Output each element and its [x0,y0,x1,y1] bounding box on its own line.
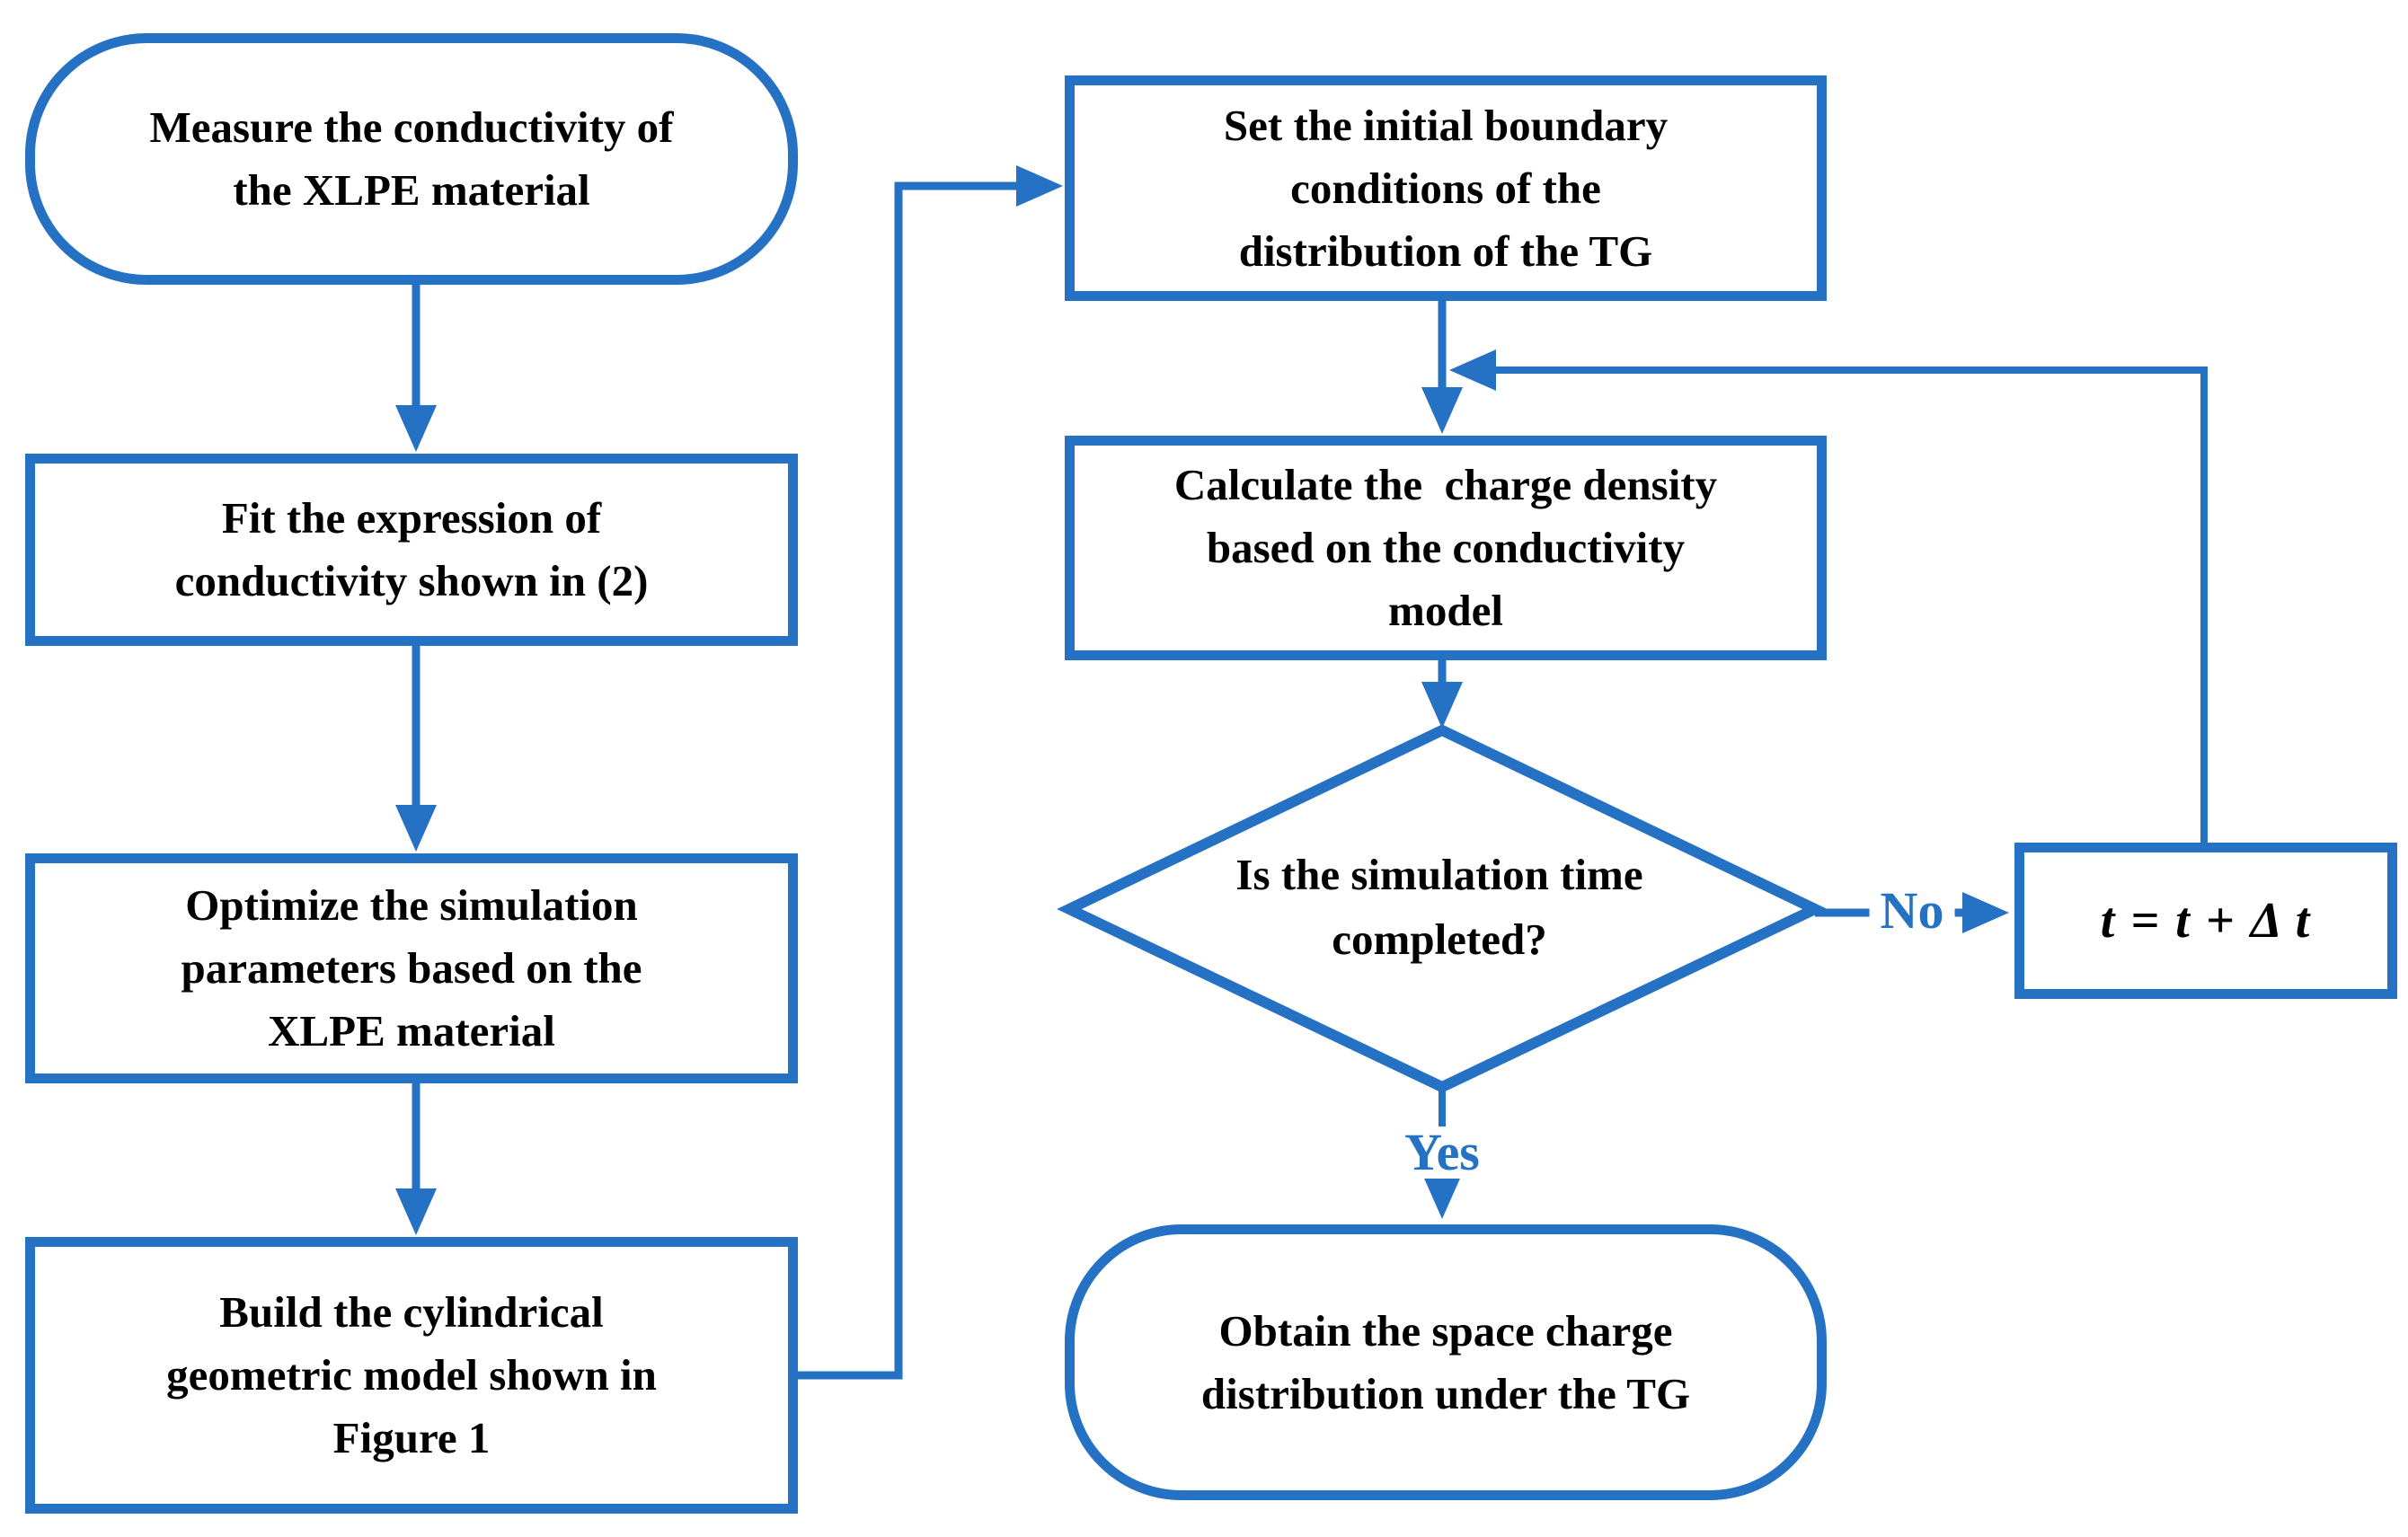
node-text-line: distribution under the TG [1200,1368,1691,1418]
time-increment-formula: t = t + Δ t [2100,893,2312,949]
node-calculate-charge-density: Calculate the charge density based on th… [1065,436,1827,660]
arrowhead-feedback-left [1449,349,1496,391]
node-text-line: the XLPE material [233,165,590,215]
node-text-line: Set the initial boundary [1223,100,1669,150]
node-text-line: Build the cylindrical [219,1287,604,1337]
node-decision-simulation-time: Is the simulation time completed? [1098,843,1781,972]
node-text-line: based on the conductivity [1206,523,1686,572]
node-text-line: Optimize the simulation [185,880,638,930]
arrowhead-into-calculate [1421,387,1463,434]
arrowhead-into-optimize [395,805,437,852]
node-time-increment: t = t + Δ t [2014,843,2397,999]
node-text-line: Calculate the charge density [1173,460,1718,509]
node-text-line: parameters based on the [181,943,642,993]
node-text-line: XLPE material [268,1006,555,1056]
node-text-line: Is the simulation time [1235,850,1643,899]
edge-build-to-set [796,181,1024,1380]
arrowhead-into-build [395,1188,437,1235]
node-optimize-parameters: Optimize the simulation parameters based… [25,853,798,1083]
arrowhead-into-increment [1962,892,2009,933]
arrowhead-into-obtain [1421,1172,1463,1219]
arrowhead-into-decision [1421,682,1463,729]
node-fit-expression: Fit the expression of conductivity shown… [25,454,798,646]
node-text-line: Fit the expression of [221,493,602,543]
node-text-line: distribution of the TG [1238,225,1653,276]
node-text-line: model [1388,586,1503,635]
node-text-line: conductivity shown in (2) [174,556,649,605]
node-build-geometric-model: Build the cylindrical geometric model sh… [25,1237,798,1514]
node-measure-conductivity: Measure the conductivity of the XLPE mat… [25,33,798,285]
node-text-line: conditions of the [1290,163,1601,213]
node-text-line: completed? [1332,914,1547,964]
arrowhead-into-set [1016,165,1063,207]
edge-increment-feedback [1490,367,2208,844]
node-text-line: geometric model shown in [166,1350,657,1400]
arrowhead-into-fit [395,405,437,452]
decision-diamond-shape [1057,724,1828,1093]
node-text-line: Obtain the space charge [1218,1305,1673,1356]
node-set-boundary-conditions: Set the initial boundary conditions of t… [1065,75,1827,301]
edge-label-yes: Yes [1404,1123,1480,1181]
node-obtain-space-charge: Obtain the space charge distribution und… [1065,1224,1827,1500]
edge-label-no: No [1869,885,1955,937]
node-text-line: Measure the conductivity of [149,102,674,152]
node-text-line: Figure 1 [332,1413,491,1462]
